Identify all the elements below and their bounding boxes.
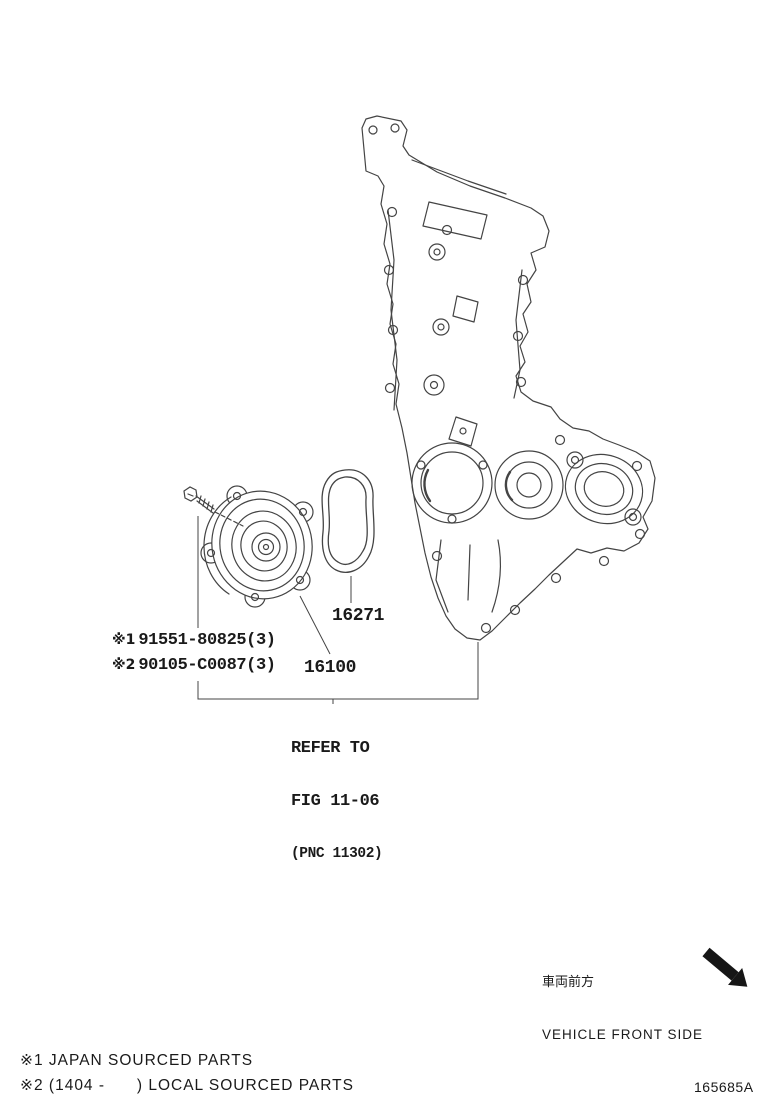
water-pump-bolt-drawing [183,486,244,527]
callout-gasket-part-number: 16271 [332,606,385,626]
refer-line2: FIG 11-06 [291,792,380,811]
vehicle-front-note: 車両前方 VEHICLE FRONT SIDE [542,944,703,1074]
leader-lines [197,516,479,704]
water-pump-drawing [200,485,314,608]
footnote-local-sourced: ※2 (1404 - ) LOCAL SOURCED PARTS [20,1077,354,1094]
front-direction-arrow-icon [702,947,748,987]
vehicle-front-jp: 車両前方 [542,975,595,990]
bolt-row2-marker: ※2 [112,657,136,673]
callout-water-pump-part-number: 16100 [304,658,357,678]
figure-code: 165685A [694,1079,754,1095]
bolt-row1-marker: ※1 [112,632,136,648]
vehicle-front-en: VEHICLE FRONT SIDE [542,1027,704,1042]
bolt-row2-part-number: 90105-C0087(3) [138,656,276,675]
pump-leader-line [299,595,331,655]
refer-bracket-line [197,642,479,700]
bolt-row1-part-number: 91551-80825(3) [138,631,276,650]
gasket-drawing [321,469,375,573]
callout-bolt-row1: ※1 91551-80825(3) [112,632,276,649]
footnote-japan-sourced: ※1 JAPAN SOURCED PARTS [20,1052,254,1069]
refer-line3: (PNC 11302) [291,846,383,862]
refer-note: REFER TO FIG 11-06 (PNC 11302) [291,706,383,897]
callout-bolt-row2: ※2 90105-C0087(3) [112,657,276,674]
refer-line1: REFER TO [291,739,370,758]
timing-cover-drawing [361,115,656,641]
